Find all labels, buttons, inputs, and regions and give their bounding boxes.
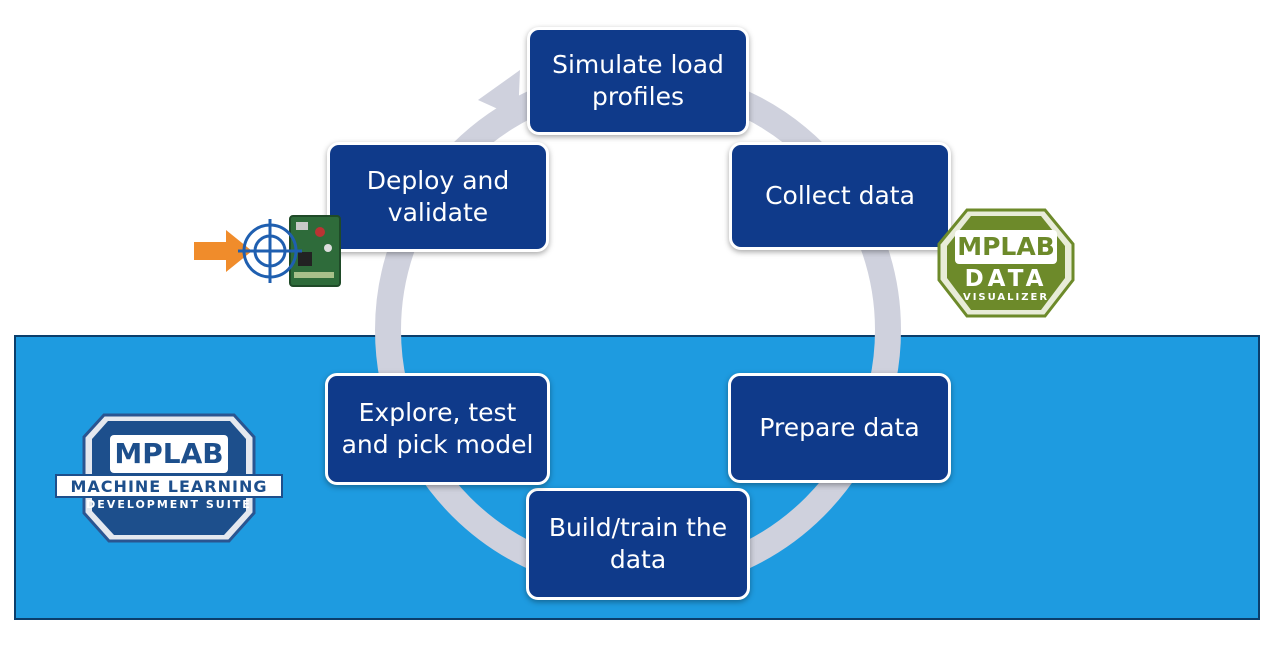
badge-line1: MPLAB bbox=[957, 232, 1055, 261]
target-crosshair-icon bbox=[238, 219, 302, 283]
badge-line2: DATA bbox=[964, 266, 1048, 292]
step-label: Build/train the data bbox=[548, 513, 728, 574]
step-deploy-validate: Deploy and validate bbox=[327, 142, 549, 252]
cycle-arrowhead-icon bbox=[478, 70, 520, 118]
green-shield-icon bbox=[937, 208, 1075, 318]
mplab-ml-suite-badge: MPLAB MACHINE LEARNING DEVELOPMENT SUITE bbox=[54, 413, 284, 543]
step-build-train: Build/train the data bbox=[526, 488, 750, 600]
blue-shield-icon bbox=[55, 413, 283, 543]
step-simulate-load-profiles: Simulate load profiles bbox=[527, 27, 749, 135]
badge-line3: VISUALIZER bbox=[962, 292, 1050, 303]
step-label: Deploy and validate bbox=[366, 166, 510, 227]
step-label: Simulate load profiles bbox=[552, 50, 724, 111]
badge-line2: MACHINE LEARNING bbox=[70, 477, 268, 496]
step-label: Collect data bbox=[765, 181, 915, 210]
step-collect-data: Collect data bbox=[729, 142, 951, 250]
step-label: Prepare data bbox=[759, 413, 920, 442]
step-label: Explore, test and pick model bbox=[341, 398, 534, 459]
badge-line1: MPLAB bbox=[114, 437, 224, 470]
step-explore-test-pick: Explore, test and pick model bbox=[325, 373, 550, 485]
badge-line3: DEVELOPMENT SUITE bbox=[86, 498, 252, 511]
mplab-data-visualizer-badge: MPLAB DATA VISUALIZER bbox=[937, 208, 1075, 318]
step-prepare-data: Prepare data bbox=[728, 373, 951, 483]
hardware-target-graphic bbox=[194, 215, 341, 287]
